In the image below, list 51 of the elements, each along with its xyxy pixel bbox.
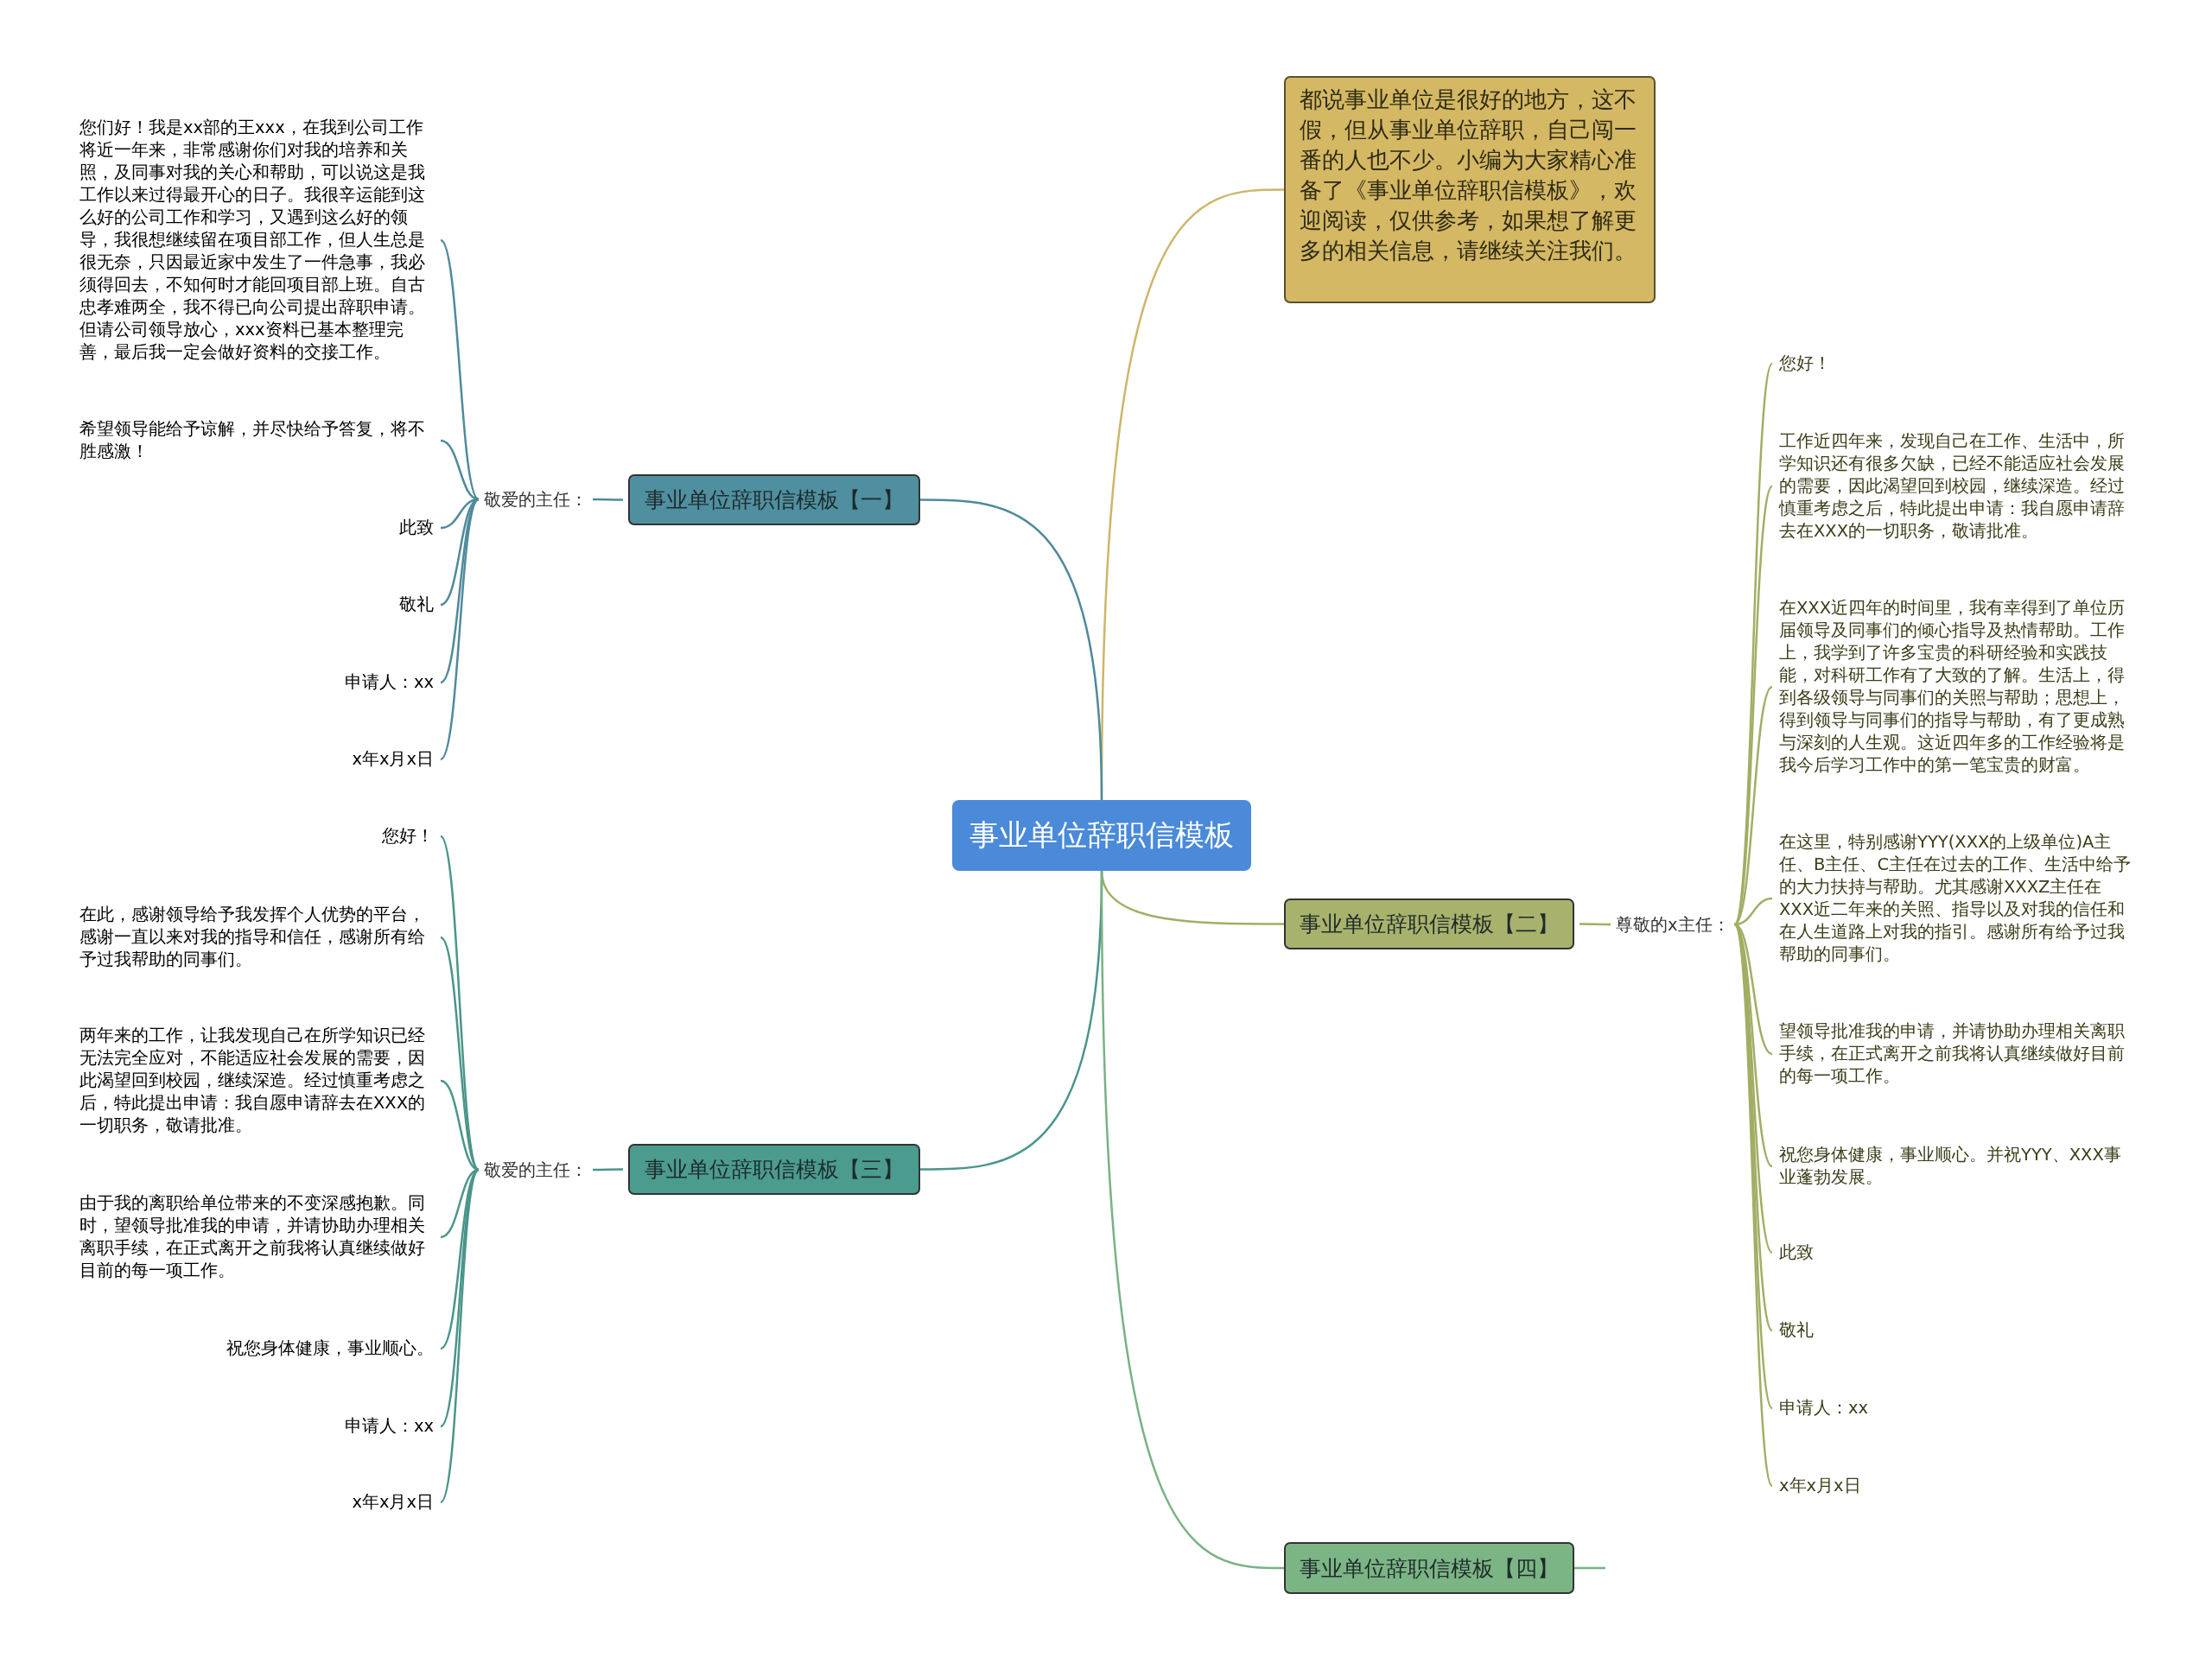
letter-text: x年x月x日 — [352, 1491, 434, 1514]
letter-text: 祝您身体健康，事业顺心。 — [226, 1337, 434, 1360]
connector-line — [1733, 924, 1773, 1167]
branch-box: 事业单位辞职信模板【一】 — [628, 474, 920, 525]
letter-text: 敬礼 — [399, 594, 434, 616]
connector-line — [440, 1079, 480, 1172]
letter-text: 您们好！我是xx部的王xxx，在我到公司工作将近一年来，非常感谢你们对我的培养和关照，及同事对我的关心和帮助，可以说这是我工作以来过得最开心的日子。我很辛运能到这么好的公司工作和学习，又遇到这么好的领导，我很想继续留在项目部工作，但人生总是很无奈，只因最近家中发生了一件急事，我必须得回去，不知何时才能回项目部上班。自古忠孝难两全，我不得已向公司提出辞职申请。但请公司领导放心，xxx资料已基本整理完善，最后我一定会做好资料的交接工作。 — [79, 117, 434, 364]
letter-text: x年x月x日 — [1779, 1475, 1861, 1497]
connector-line — [440, 239, 480, 500]
letter-text: 两年来的工作，让我发现自己在所学知识已经无法完全应对，不能适应社会发展的需要，因此渴望回到校园，继续深造。经过慎重考虑之后，特此提出申请：我自愿申请辞去在XXX的一切职务，敬请批准。 — [79, 1025, 434, 1137]
connector-line — [440, 1168, 480, 1239]
letter-text: 在XXX近四年的时间里，我有幸得到了单位历届领导及同事们的倾心指导及热情帮助。工作上，我学到了许多宝贵的科研经验和实践技能，对科研工作有了大致的了解。生活上，得到各级领导与同事们的关照与帮助；思想上，得到领导与同事们的指导与帮助，有了更成熟与深刻的人生观。这近四年多的工作经验将是我今后学习工作中的第一笔宝贵的财富。 — [1779, 597, 2133, 777]
connector-line — [440, 498, 480, 606]
letter-text: 希望领导能给予谅解，并尽快给予答复，将不胜感激！ — [79, 418, 434, 463]
branch-box: 事业单位辞职信模板【二】 — [1284, 898, 1574, 949]
letter-text: 您好！ — [1779, 352, 1831, 375]
connector-line — [440, 439, 480, 501]
letter-text: 申请人：xx — [1779, 1397, 1869, 1419]
salutation-label: 敬爱的主任： — [484, 1158, 588, 1182]
connector-line — [1580, 923, 1611, 926]
connector-line — [1574, 1566, 1605, 1570]
connector-line — [440, 498, 480, 760]
salutation-label: 敬爱的主任： — [484, 487, 588, 511]
letter-text: x年x月x日 — [352, 748, 434, 771]
connector-line — [920, 498, 1103, 801]
letter-text: 由于我的离职给单位带来的不变深感抱歉。同时，望领导批准我的申请，并请协助办理相关离职手续，在正式离开之前我将认真继续做好目前的每一项工作。 — [79, 1192, 434, 1282]
connector-line — [1100, 871, 1285, 1570]
branch-box: 事业单位辞职信模板【三】 — [628, 1144, 920, 1195]
connector-line — [440, 937, 480, 1171]
letter-text: 在这里，特别感谢YYY(XXX的上级单位)A主任、B主任、C主任在过去的工作、生活中给予的大力扶持与帮助。尤其感谢XXXZ主任在XXX近二年来的关照、指导以及对我的信任和在人生道路上对我的指引。感谢所有给予过我帮助的同事们。 — [1779, 831, 2133, 966]
connector-line — [593, 1168, 623, 1172]
topic-box: 事业单位辞职信模板 — [952, 800, 1251, 871]
letter-text: 在此，感谢领导给予我发挥个人优势的平台，感谢一直以来对我的指导和信任，感谢所有给予过我帮助的同事们。 — [79, 904, 434, 971]
letter-text: 此致 — [399, 517, 434, 539]
letter-text: 申请人：xx — [344, 671, 434, 694]
connector-line — [593, 498, 623, 501]
letter-text: 望领导批准我的申请，并请协助办理相关离职手续，在正式离开之前我将认真继续做好目前的每一项工作。 — [1779, 1020, 2133, 1088]
connector-line — [1734, 897, 1773, 926]
connector-line — [439, 1169, 480, 1503]
connector-line — [1733, 686, 1773, 925]
note-box: 都说事业单位是很好的地方，这不假，但从事业单位辞职，自己闯一番的人也不少。小编为大家精心准备了《事业单位辞职信模板》，欢迎阅读，仅供参考，如果想了解更多的相关信息，请继续关注我们。 — [1284, 76, 1656, 303]
salutation-label: 尊敬的x主任： — [1616, 912, 1730, 937]
letter-text: 此致 — [1779, 1241, 1814, 1264]
connector-line — [1733, 486, 1774, 925]
branch-box: 事业单位辞职信模板【四】 — [1284, 1542, 1574, 1594]
letter-text: 祝您身体健康，事业顺心。并祝YYY、XXX事业蓬勃发展。 — [1779, 1144, 2133, 1189]
connector-line — [439, 835, 480, 1171]
letter-text: 您好！ — [382, 825, 434, 848]
letter-text: 敬礼 — [1779, 1319, 1814, 1342]
letter-text: 申请人：xx — [344, 1415, 434, 1438]
letter-text: 工作近四年来，发现自己在工作、生活中，所学知识还有很多欠缺，已经不能适应社会发展的需要，因此渴望回到校园，继续深造。经过慎重考虑之后，特此提出申请：我自愿申请辞去在XXX的一切职务，敬请批准。 — [1779, 430, 2133, 543]
